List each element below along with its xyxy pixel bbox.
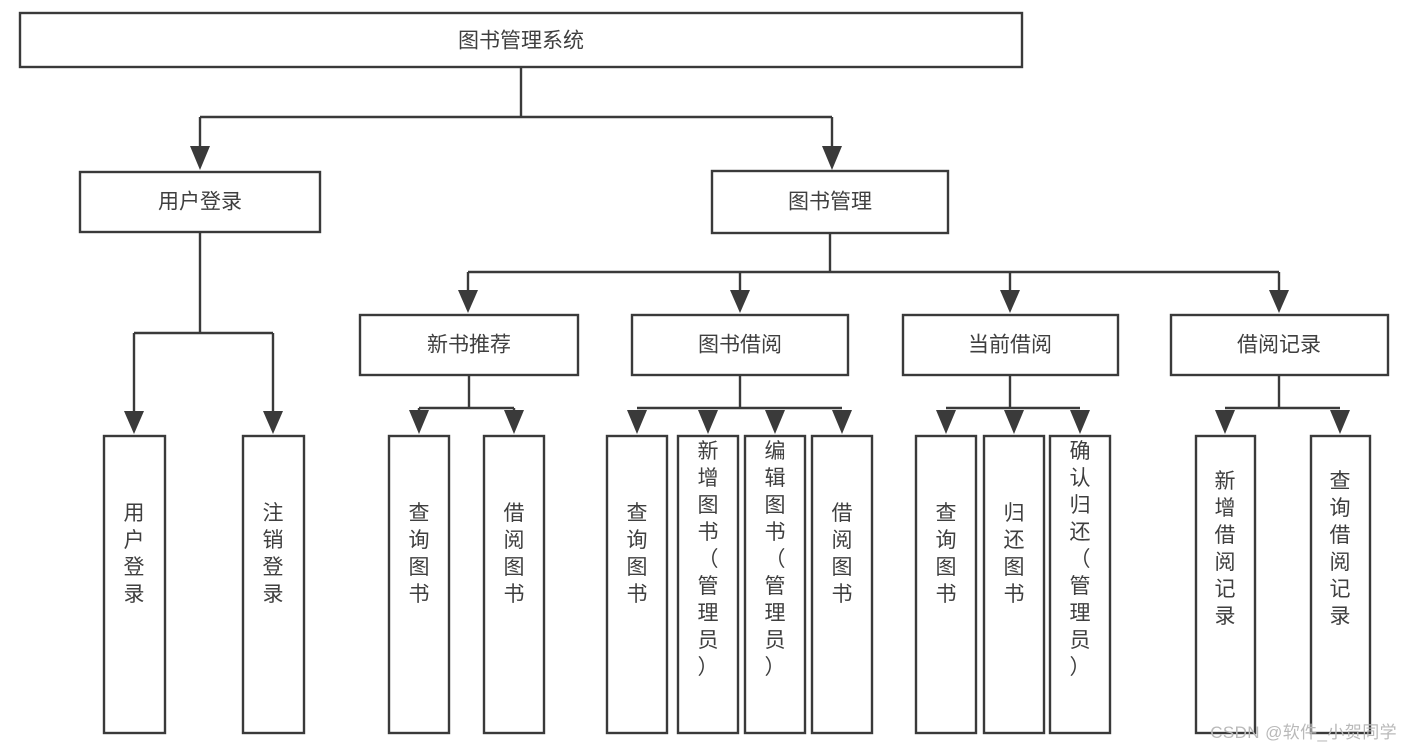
leaf-label-query-book-cb: 查询图书 — [936, 502, 957, 606]
node-borrow-record-label: 借阅记录 — [1237, 334, 1321, 357]
node-book-management-label: 图书管理 — [788, 191, 872, 214]
leaf-box-return-book[interactable] — [982, 434, 1046, 735]
leaf-box-query-book-cb[interactable] — [914, 434, 978, 735]
leaf-box-query-book-nb[interactable] — [387, 434, 451, 735]
leaf-label-query-book-bb: 查询图书 — [627, 502, 648, 606]
leaf-label-add-book-admin: 新增图书（管理员） — [698, 440, 719, 679]
leaf-node[interactable]: 用户登录 — [102, 434, 167, 735]
arrow-to-newbook — [458, 290, 478, 313]
leaf-label-return-book: 归还图书 — [1004, 502, 1025, 606]
leaf-label-borrow-book-bb: 借阅图书 — [832, 502, 853, 606]
connector-layer — [124, 67, 1350, 434]
node-root-box[interactable] — [18, 11, 1024, 69]
arrow-userlogin-l2 — [263, 411, 283, 434]
leaf-box-confirm-return-admin[interactable] — [1048, 434, 1112, 735]
leaf-box-borrow-book-nb[interactable] — [482, 434, 546, 735]
leaf-node[interactable]: 新增借阅记录 — [1194, 434, 1257, 735]
leaf-node[interactable]: 归还图书 — [982, 434, 1046, 735]
leaf-box-add-borrow-record[interactable] — [1194, 434, 1257, 735]
node-borrow-record[interactable]: 借阅记录 — [1169, 313, 1390, 377]
leaf-box-query-book-bb[interactable] — [605, 434, 669, 735]
node-root[interactable]: 图书管理系统 — [18, 11, 1024, 69]
leaf-node[interactable]: 新增图书（管理员） — [676, 434, 740, 735]
node-new-book-recommend[interactable]: 新书推荐 — [358, 313, 580, 377]
arrow-current-l2 — [1004, 410, 1024, 434]
leaf-label-user-login: 用户登录 — [124, 502, 145, 606]
arrow-root-to-user-login — [190, 146, 210, 170]
arrow-borrow-l1 — [627, 410, 647, 434]
arrow-to-record — [1269, 290, 1289, 313]
node-book-management[interactable]: 图书管理 — [710, 169, 950, 235]
node-book-borrow[interactable]: 图书借阅 — [630, 313, 850, 377]
leaf-node[interactable]: 借阅图书 — [810, 434, 874, 735]
arrow-record-l1 — [1215, 410, 1235, 434]
leaf-label-logout: 注销登录 — [263, 502, 284, 606]
leaf-node[interactable]: 编辑图书（管理员） — [743, 434, 807, 735]
leaf-label-borrow-book-nb: 借阅图书 — [504, 502, 525, 606]
node-user-login-label: 用户登录 — [158, 191, 242, 214]
csdn-watermark: CSDN @软件_小贺同学 — [1210, 723, 1397, 742]
node-root-label: 图书管理系统 — [458, 30, 584, 53]
leaf-box-logout[interactable] — [241, 434, 306, 735]
leaf-box-add-book-admin[interactable] — [676, 434, 740, 735]
leaf-node[interactable]: 查询图书 — [387, 434, 451, 735]
node-new-book-recommend-box[interactable] — [358, 313, 580, 377]
arrow-borrow-l3 — [765, 410, 785, 434]
leaf-node[interactable]: 注销登录 — [241, 434, 306, 735]
arrow-userlogin-l1 — [124, 411, 144, 434]
node-book-borrow-box[interactable] — [630, 313, 850, 377]
leaf-box-query-borrow-record[interactable] — [1309, 434, 1372, 735]
leaf-box-edit-book-admin[interactable] — [743, 434, 807, 735]
node-current-borrow-box[interactable] — [901, 313, 1120, 377]
node-current-borrow[interactable]: 当前借阅 — [901, 313, 1120, 377]
arrow-borrow-l2 — [698, 410, 718, 434]
leaf-label-add-borrow-record: 新增借阅记录 — [1215, 470, 1236, 628]
leaf-label-edit-book-admin: 编辑图书（管理员） — [765, 440, 786, 679]
arrow-current-l1 — [936, 410, 956, 434]
arrow-record-l2 — [1330, 410, 1350, 434]
arrow-borrow-l4 — [832, 410, 852, 434]
leaf-box-borrow-book-bb[interactable] — [810, 434, 874, 735]
arrow-to-current — [1000, 290, 1020, 313]
node-book-management-box[interactable] — [710, 169, 950, 235]
arrow-root-to-book-mgmt — [822, 146, 842, 170]
leaf-node[interactable]: 查询图书 — [914, 434, 978, 735]
node-current-borrow-label: 当前借阅 — [968, 334, 1052, 357]
leaf-node[interactable]: 查询借阅记录 — [1309, 434, 1372, 735]
leaf-label-confirm-return-admin: 确认归还（管理员） — [1070, 440, 1091, 679]
leaf-node[interactable]: 查询图书 — [605, 434, 669, 735]
node-new-book-recommend-label: 新书推荐 — [427, 334, 511, 357]
node-user-login[interactable]: 用户登录 — [78, 170, 322, 234]
arrow-current-l3 — [1070, 410, 1090, 434]
node-book-borrow-label: 图书借阅 — [698, 334, 782, 357]
leaf-label-query-borrow-record: 查询借阅记录 — [1330, 470, 1351, 628]
node-user-login-box[interactable] — [78, 170, 322, 234]
arrow-newbook-l1 — [409, 410, 429, 434]
leaf-node[interactable]: 确认归还（管理员） — [1048, 434, 1112, 735]
arrow-to-borrow — [730, 290, 750, 313]
leaf-box-user-login[interactable] — [102, 434, 167, 735]
node-borrow-record-box[interactable] — [1169, 313, 1390, 377]
leaf-node[interactable]: 借阅图书 — [482, 434, 546, 735]
arrow-newbook-l2 — [504, 410, 524, 434]
leaf-label-query-book-nb: 查询图书 — [409, 502, 430, 606]
